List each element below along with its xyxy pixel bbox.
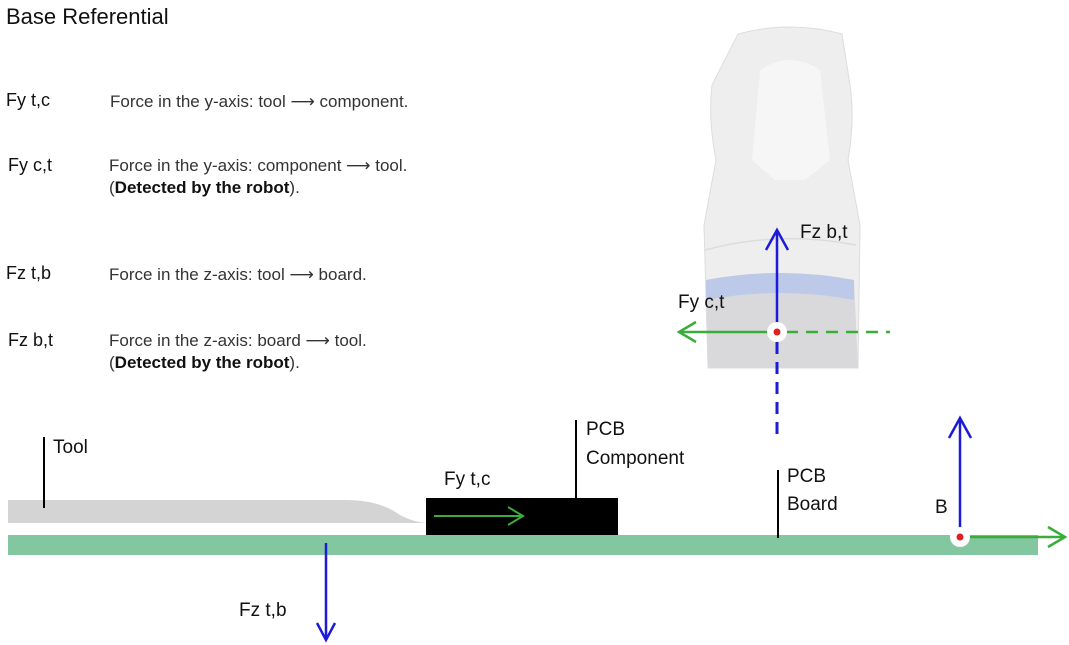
diagram-title: Base Referential <box>6 4 169 29</box>
base-origin-dot <box>956 533 964 541</box>
force-label-fy-ct: Fy c,t <box>678 292 725 313</box>
force-label-fz-bt: Fz b,t <box>800 222 848 243</box>
fz-tb-arrow <box>315 543 337 643</box>
force-label-fy-tc: Fy t,c <box>444 469 491 490</box>
legend-desc-fz-tb: Force in the z-axis: tool ⟶ board. <box>109 265 367 284</box>
tool-label: Tool <box>53 437 88 458</box>
board-label-line1: PCB <box>787 466 827 487</box>
gripper <box>703 26 861 369</box>
legend-desc-fz-bt-line2: (Detected by the robot). <box>109 353 300 372</box>
legend-detected-note: Detected by the robot <box>114 178 290 197</box>
fy-ct-arrow <box>676 320 770 344</box>
legend-key-fy-tc: Fy t,c <box>6 90 50 110</box>
board-label-line2: Board <box>787 494 838 515</box>
base-z-axis-arrow <box>947 415 973 533</box>
gripper-lower-shade <box>706 273 858 368</box>
fy-tc-arrow <box>434 506 525 526</box>
legend-key-fz-bt: Fz b,t <box>8 330 54 350</box>
tool-center-dot <box>773 328 781 336</box>
legend-key-fy-ct: Fy c,t <box>8 155 52 175</box>
legend-desc-fy-ct-line2: (Detected by the robot). <box>109 178 300 197</box>
base-label: B <box>935 497 948 518</box>
gripper-highlight <box>752 60 830 180</box>
legend-desc-fz-bt: Force in the z-axis: board ⟶ tool. (Dete… <box>109 330 367 374</box>
legend-key-fz-tb: Fz t,b <box>6 263 52 283</box>
gripper-band <box>706 273 854 300</box>
legend-desc-fy-ct: Force in the y-axis: component ⟶ tool. (… <box>109 155 407 199</box>
force-label-fz-tb: Fz t,b <box>239 600 287 621</box>
fz-bt-arrow <box>764 227 790 332</box>
tool-shape <box>8 500 430 523</box>
legend-desc-fy-ct-line1: Force in the y-axis: component ⟶ tool. <box>109 156 408 175</box>
legend-desc-fz-bt-line1: Force in the z-axis: board ⟶ tool. <box>109 331 367 350</box>
gripper-curve <box>704 237 857 251</box>
pcb-board <box>8 535 1038 555</box>
component-label-line2: Component <box>586 448 685 469</box>
legend-detected-note: Detected by the robot <box>114 353 290 372</box>
base-y-axis-arrow <box>968 525 1068 549</box>
component-label-line1: PCB <box>586 419 626 440</box>
legend-desc-fy-tc: Force in the y-axis: tool ⟶ component. <box>110 92 409 111</box>
